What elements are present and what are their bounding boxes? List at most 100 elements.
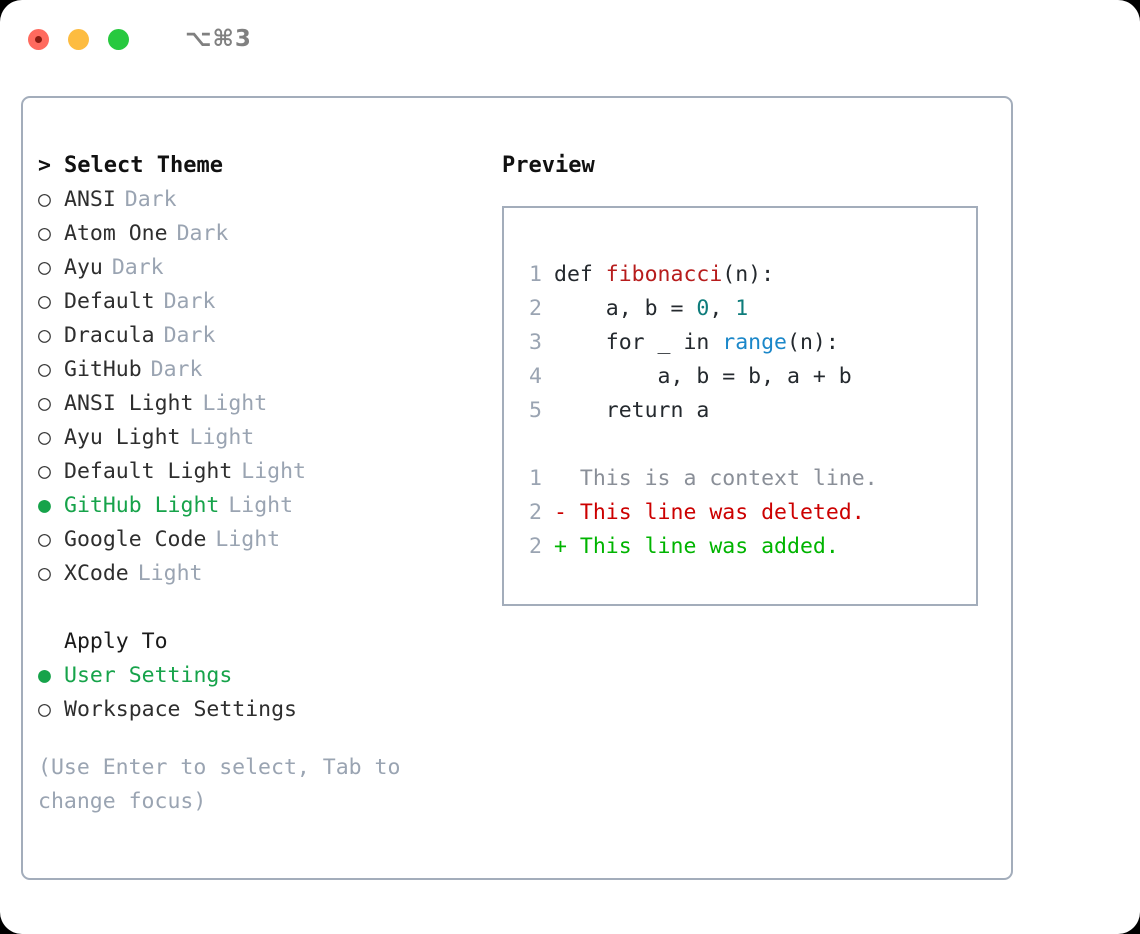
theme-category-tag: Light <box>202 391 268 416</box>
code-token: (n): <box>722 262 775 287</box>
diff-line: 2- This line was deleted. <box>504 496 976 530</box>
theme-category-tag: Dark <box>111 255 164 280</box>
theme-name: Dracula <box>64 323 155 348</box>
maximize-window-icon[interactable] <box>108 28 129 50</box>
radio-unselected-icon: ○ <box>38 391 51 416</box>
theme-name: GitHub <box>64 357 142 382</box>
code-line: 3 for _ in range(n): <box>504 326 976 360</box>
code-token: return a <box>554 398 710 423</box>
theme-list-item[interactable]: ○ ANSI Light Light <box>38 387 488 421</box>
radio-unselected-icon: ○ <box>38 289 51 314</box>
code-line: 2 a, b = 0, 1 <box>504 292 976 326</box>
diff-text: This is a context line. <box>566 466 878 491</box>
title-bar: ⌥⌘3 <box>0 0 1140 78</box>
radio-unselected-icon: ○ <box>38 221 51 246</box>
theme-category-tag: Light <box>241 459 307 484</box>
line-number: 2 <box>529 500 542 525</box>
diff-sample: 1 This is a context line.2- This line wa… <box>504 462 976 564</box>
radio-unselected-icon: ○ <box>38 255 51 280</box>
code-diff-separator <box>504 428 976 462</box>
prompt-caret-icon: > <box>38 153 51 178</box>
radio-unselected-icon: ○ <box>38 561 51 586</box>
theme-category-tag: Light <box>137 561 203 586</box>
apply-to-option[interactable]: ● User Settings <box>38 659 488 693</box>
line-number: 5 <box>529 398 542 423</box>
theme-list-item[interactable]: ○ Dracula Dark <box>38 319 488 353</box>
diff-sign: - <box>554 500 567 525</box>
radio-unselected-icon: ○ <box>38 459 51 484</box>
diff-text: This line was added. <box>566 534 839 559</box>
code-token: 1 <box>735 296 749 321</box>
close-window-icon[interactable] <box>28 28 49 50</box>
theme-name: Atom One <box>64 221 168 246</box>
theme-list-item[interactable]: ○ Ayu Light Light <box>38 421 488 455</box>
theme-name: GitHub Light <box>64 493 220 518</box>
theme-list-item[interactable]: ● GitHub Light Light <box>38 489 488 523</box>
apply-to-heading-label: Apply To <box>64 629 168 654</box>
code-token: a, b = <box>554 296 697 321</box>
theme-picker-heading: > Select Theme <box>38 149 488 183</box>
window-controls <box>28 28 129 50</box>
theme-list-item[interactable]: ○ Atom One Dark <box>38 217 488 251</box>
theme-list-item[interactable]: ○ Default Dark <box>38 285 488 319</box>
code-token: range <box>722 330 788 355</box>
radio-unselected-icon: ○ <box>38 187 51 212</box>
radio-selected-icon: ● <box>38 663 51 688</box>
diff-text: This line was deleted. <box>566 500 865 525</box>
preview-title: Preview <box>502 153 595 178</box>
radio-unselected-icon: ○ <box>38 527 51 552</box>
line-number: 2 <box>529 534 542 559</box>
code-token: fibonacci <box>605 262 723 287</box>
minimize-window-icon[interactable] <box>68 28 89 50</box>
keyboard-shortcut-label: ⌥⌘3 <box>185 26 252 52</box>
line-number: 4 <box>529 364 542 389</box>
apply-to-option[interactable]: ○Workspace Settings <box>38 693 488 727</box>
apply-to-option-label: User Settings <box>64 663 233 688</box>
radio-unselected-icon: ○ <box>38 323 51 348</box>
theme-name: XCode <box>64 561 129 586</box>
code-line: 5 return a <box>504 394 976 428</box>
theme-category-tag: Dark <box>163 289 216 314</box>
diff-line: 1 This is a context line. <box>504 462 976 496</box>
diff-line: 2 + This line was added. <box>504 530 976 564</box>
code-token: , <box>709 296 736 321</box>
radio-unselected-icon: ○ <box>38 357 51 382</box>
theme-name: Ayu Light <box>64 425 181 450</box>
apply-to-heading: ○ Apply To <box>38 625 488 659</box>
diff-sign <box>554 462 567 496</box>
theme-category-tag: Dark <box>176 221 229 246</box>
theme-category-tag: Dark <box>150 357 203 382</box>
theme-list-item[interactable]: ○ GitHub Dark <box>38 353 488 387</box>
line-number: 2 <box>529 296 542 321</box>
radio-unselected-icon: ○ <box>38 425 51 450</box>
theme-list-item[interactable]: ○ XCode Light <box>38 557 488 591</box>
theme-name: Default Light <box>64 459 233 484</box>
theme-name: ANSI Light <box>64 391 194 416</box>
line-number: 3 <box>529 330 542 355</box>
line-number: 1 <box>529 262 542 287</box>
theme-category-tag: Dark <box>163 323 216 348</box>
theme-category-tag: Light <box>228 493 294 518</box>
code-token: 0 <box>696 296 710 321</box>
theme-name: Default <box>64 289 155 314</box>
theme-picker-heading-label: Select Theme <box>64 153 223 178</box>
code-token: def <box>554 262 606 287</box>
keyboard-hint-text: (Use Enter to select, Tab to change focu… <box>38 755 401 814</box>
code-token: for _ in <box>554 330 723 355</box>
theme-category-tag: Dark <box>124 187 177 212</box>
theme-list-item[interactable]: ○ Default Light Light <box>38 455 488 489</box>
radio-selected-icon: ● <box>38 493 51 518</box>
diff-sign: + <box>554 534 567 559</box>
list-spacer <box>38 591 488 625</box>
theme-category-tag: Light <box>189 425 255 450</box>
